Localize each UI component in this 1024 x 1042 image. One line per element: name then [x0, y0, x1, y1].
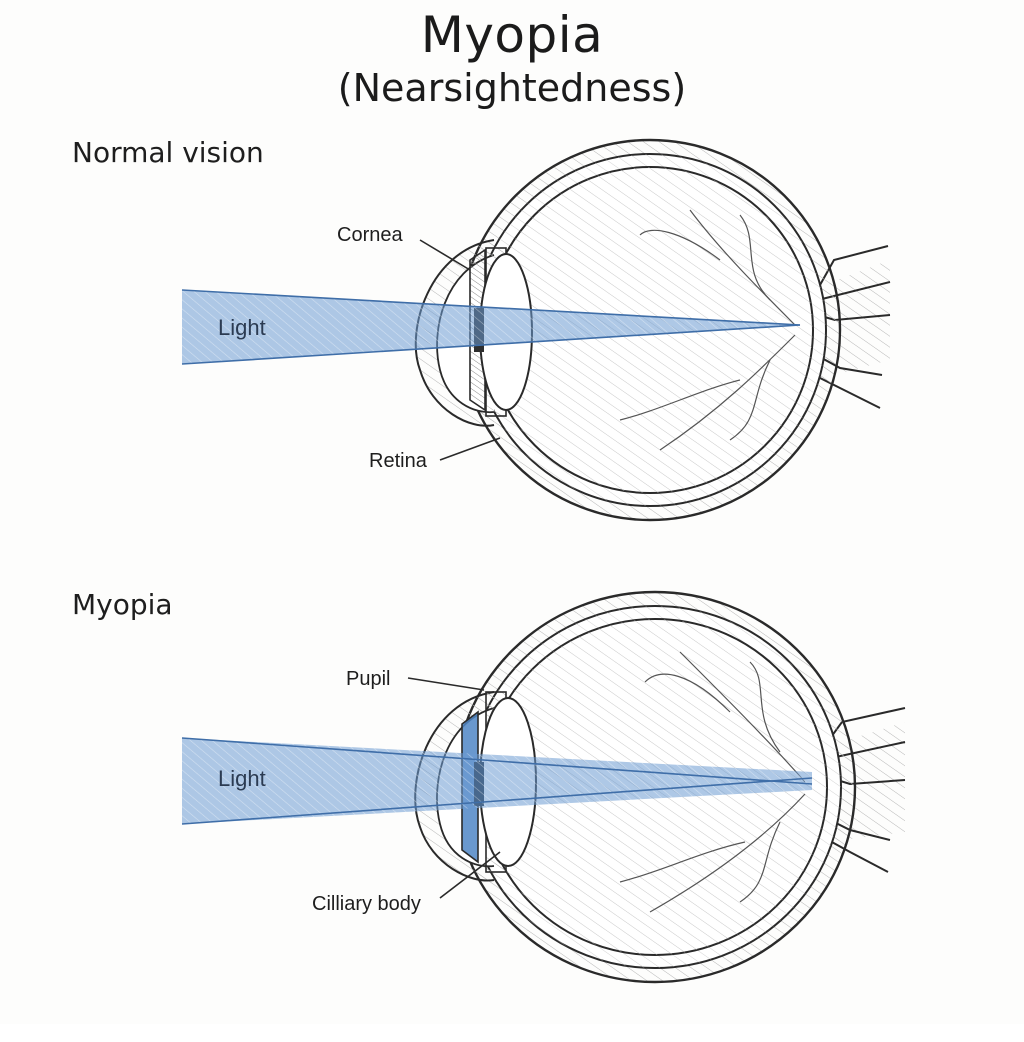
light-beam [181, 737, 813, 825]
pupil-label: Pupil [346, 668, 390, 690]
light-label: Light [218, 315, 266, 340]
retina-vessels [619, 209, 796, 451]
pupil-leader [407, 677, 485, 691]
myopia-diagram: Light Pupil Cilliary body [181, 590, 906, 984]
retina-label: Retina [369, 450, 428, 472]
cilliary-body-leader [439, 851, 501, 899]
light-beam [181, 289, 801, 365]
normal-vision-diagram: Light Cornea Retina [181, 138, 891, 522]
normal-vision-heading: Normal vision [72, 136, 264, 169]
page-subtitle: (Nearsightedness) [337, 66, 687, 110]
cornea-label: Cornea [337, 224, 403, 246]
cilliary-body-label: Cilliary body [312, 893, 421, 915]
myopia-heading: Myopia [72, 588, 173, 621]
light-label: Light [218, 766, 266, 791]
cornea-leader [419, 239, 471, 271]
retina-vessels [619, 651, 806, 913]
page-title: Myopia [420, 6, 604, 64]
retina-leader [439, 437, 501, 461]
